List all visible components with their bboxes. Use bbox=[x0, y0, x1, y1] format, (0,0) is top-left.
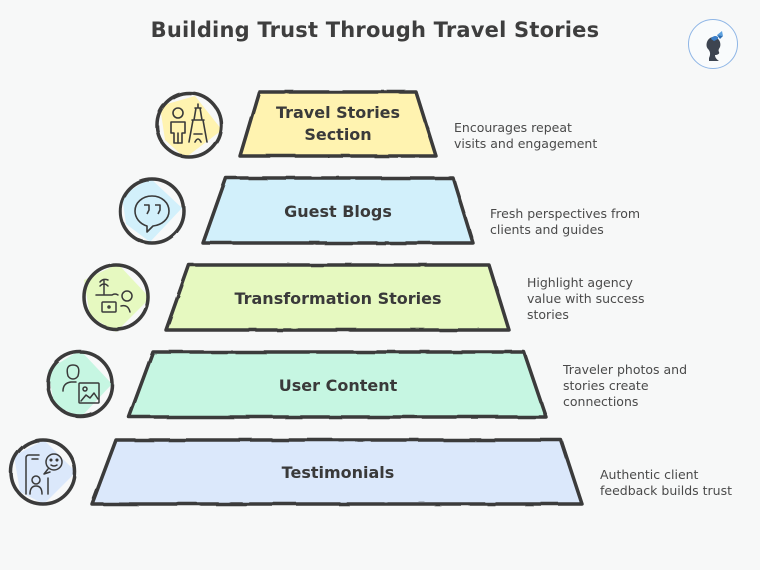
tier-label-line: Section bbox=[304, 125, 372, 144]
tier-description: Fresh perspectives from clients and guid… bbox=[490, 206, 641, 237]
tier-outline bbox=[201, 176, 475, 245]
tier-description: Highlight agency value with success stor… bbox=[527, 275, 645, 322]
tier-shape bbox=[166, 265, 509, 330]
user-photo-icon bbox=[62, 364, 100, 404]
traveler-eiffel-tower-icon bbox=[170, 103, 208, 144]
icon-badge-travel bbox=[155, 91, 223, 159]
tier-shape bbox=[92, 440, 582, 504]
tier-description: Encourages repeat visits and engagement bbox=[454, 120, 598, 151]
tier-label-testimonials: Testimonials bbox=[281, 463, 395, 482]
tier-travel-stories-section bbox=[238, 90, 438, 158]
tier-label-transformation-stories: Transformation Stories bbox=[234, 289, 442, 308]
tier-label-user-content: User Content bbox=[278, 376, 398, 395]
tier-testimonials bbox=[90, 438, 584, 506]
tier-label-line: Travel Stories bbox=[275, 103, 401, 122]
tier-guest-blogs bbox=[201, 176, 475, 245]
tier-description: Authentic client feedback builds trust bbox=[600, 467, 732, 498]
tier-label-guest-blogs: Guest Blogs bbox=[284, 202, 392, 221]
tier-shape bbox=[240, 92, 436, 156]
tier-outline bbox=[90, 438, 584, 506]
phone-chat-person-icon bbox=[25, 453, 63, 495]
tier-shape bbox=[203, 178, 473, 243]
tier-transformation-stories bbox=[164, 263, 511, 332]
beach-laptop-icon bbox=[95, 278, 133, 313]
diagram-title: Building Trust Through Travel Stories bbox=[150, 18, 600, 42]
tier-label-travel-stories-section: Travel Stories Section bbox=[250, 101, 426, 147]
tier-outline bbox=[164, 263, 511, 332]
tier-outline bbox=[127, 350, 548, 419]
woman-silhouette-butterfly-icon bbox=[706, 31, 723, 61]
logo bbox=[688, 19, 738, 69]
tier-user-content bbox=[127, 350, 548, 419]
quote-speech-bubble-icon bbox=[134, 195, 170, 233]
tier-shape bbox=[129, 352, 546, 417]
icon-badge-testimonials bbox=[9, 438, 77, 506]
icon-badge-transformation bbox=[82, 263, 150, 332]
tier-description: Traveler photos and stories create conne… bbox=[563, 362, 688, 409]
tier-outline bbox=[238, 90, 438, 158]
icon-badge-user-content bbox=[46, 350, 114, 418]
icon-badge-blogs bbox=[118, 177, 186, 245]
